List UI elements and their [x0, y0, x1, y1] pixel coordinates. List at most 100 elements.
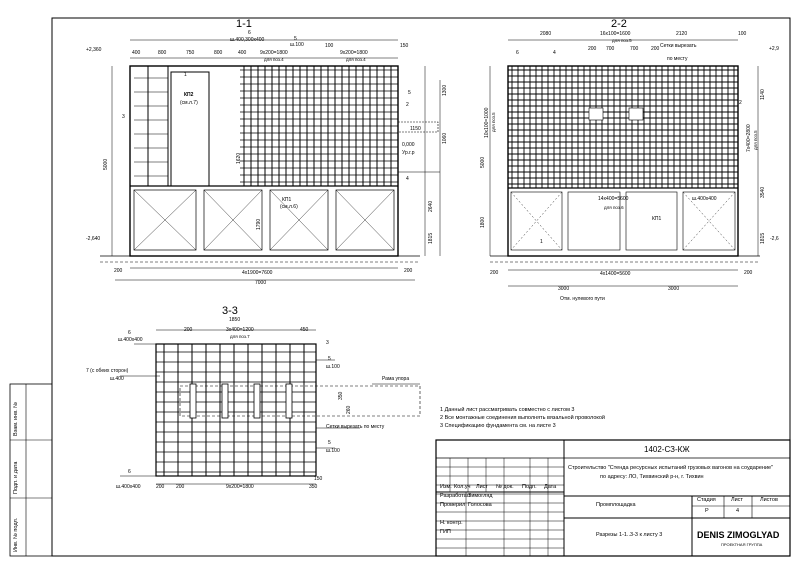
s11-mark-5: 5	[294, 36, 297, 42]
s33-dims-sub: для поз.7	[230, 334, 250, 339]
s22-right-200: 200	[744, 270, 753, 276]
s22-dim-7-sub: для поз.5	[753, 130, 758, 150]
section-3-3-drawing	[120, 329, 421, 485]
s22-cut-note: Сетки вырезать	[660, 43, 697, 49]
s33-total: 1850	[229, 317, 241, 323]
section-3-3-title: 3-3	[222, 305, 238, 317]
s33-dim-1: 3x400=1200	[226, 327, 254, 333]
s33-dim-2: 450	[300, 327, 309, 333]
s22-dim-7x400: 7x400=2800	[746, 124, 752, 152]
s11-overall: 7000	[255, 280, 267, 286]
tb-name-0: Зимогляд	[468, 493, 493, 499]
s11-dim-top-3: 800	[214, 50, 223, 56]
s11-kp2-label: КП2	[184, 92, 194, 98]
s22-sh-400: ш.400x400	[692, 196, 717, 202]
s33-b-350: 350	[309, 484, 318, 490]
s11-kp2-ref: (см.л.7)	[180, 100, 198, 106]
s11-dim-top-6: 9x200=1800	[340, 50, 368, 56]
s11-mark-1: 1	[184, 72, 187, 78]
s11-sh-6: ш.400,300x400	[230, 37, 265, 43]
s22-dim-16-sub: для поз.5	[612, 38, 632, 43]
s22-half-a: 3000	[558, 286, 570, 292]
s33-frame: Рама упора	[382, 376, 410, 382]
s11-dim-top-1: 800	[158, 50, 167, 56]
s22-dim-2120: 2120	[676, 31, 688, 37]
s11-zero: 0,000	[402, 142, 415, 148]
s11-dim-150: 150	[400, 43, 409, 49]
s22-mark-2: 2	[739, 100, 742, 106]
s33-sh-5b: ш.100	[326, 448, 340, 454]
stamp-inv-podl: Инв. № подл.	[13, 517, 19, 552]
s11-dim-1620: 1620	[236, 152, 242, 164]
s11-elev-top: +2,360	[86, 47, 102, 53]
s33-mark-6b: 6	[128, 469, 131, 475]
s22-dim-16x100: 16x100=1600	[600, 31, 631, 37]
tb-address: по адресу: ЛО, Тихвинский р-н, г. Тихвин	[600, 474, 704, 480]
stamp-vzam-inv: Взам. инв. №	[13, 401, 19, 436]
s33-dim-350: 350	[338, 391, 344, 400]
s11-dim-1060: 1060	[442, 132, 448, 144]
side-stamp-frame	[9, 383, 53, 557]
s11-dim-1150: 1150	[410, 126, 421, 132]
s22-center-sub: для поз.6	[604, 205, 624, 210]
tb-role-1: Проверил	[440, 502, 466, 508]
s11-ur-gr: Ур.г.р	[402, 150, 415, 156]
section-1-1-drawing	[100, 39, 441, 281]
note-1: 1 Данный лист рассматривать совместно с …	[440, 407, 575, 413]
tb-head-doc: № док.	[496, 484, 514, 490]
s22-dim-1140: 1140	[760, 89, 766, 100]
s22-dim-5000: 5000	[480, 156, 486, 168]
tb-head-date: Дата	[544, 484, 557, 490]
s22-dim-100: 100	[738, 31, 747, 37]
s33-mark-3: 3	[326, 340, 329, 346]
section-2-2-title: 2-2	[611, 18, 627, 30]
s11-mark-6: 6	[248, 30, 251, 36]
s11-elev-bottom: -2,640	[86, 236, 101, 242]
tb-sheet: 4	[736, 508, 740, 514]
tb-sheets-h: Листов	[760, 497, 778, 503]
sheet-frame	[51, 17, 791, 557]
s11-mark-2: 2	[406, 102, 409, 108]
tb-role-4: ГИП	[440, 529, 451, 535]
note-3: 3 Спецификацию фундамента см. на листе 3	[440, 423, 556, 429]
tb-sheet-h: Лист	[731, 497, 743, 503]
s33-sh-6a: ш.400x400	[118, 337, 143, 343]
s11-sub-top-b: для поз.4	[346, 57, 366, 62]
tb-project: Строительство "Стенда ресурсных испытани…	[568, 465, 774, 471]
s33-dim-0: 200	[184, 327, 193, 333]
s11-dim-100: 100	[325, 43, 334, 49]
tb-stage-h: Стадия	[697, 497, 716, 503]
s22-dim-10-sub: для поз.5	[491, 112, 496, 132]
s22-bottom-dim: 4x1400=5600	[600, 271, 631, 277]
s33-mark-6a: 6	[128, 330, 131, 336]
s11-kp1-label: КП1	[282, 197, 292, 203]
s11-dim-1300: 1300	[442, 84, 448, 96]
s22-kp1: КП1	[652, 216, 662, 222]
s22-mark-6: 6	[516, 50, 519, 56]
s22-otm: Отм. нулевого пути	[560, 296, 605, 302]
s22-mark-1: 1	[540, 239, 543, 245]
tb-sheet-title: Разрезы 1-1..3-3 к листу 3	[596, 532, 663, 538]
section-2-2-drawing	[489, 39, 760, 287]
s22-dim-2080: 2080	[540, 31, 552, 37]
s33-bottom: 9x200=1800	[226, 484, 254, 490]
tb-role-0: Разработал	[440, 493, 470, 499]
s11-sh-5: ш.100	[290, 42, 304, 48]
tb-role-3: Н. контр.	[440, 520, 463, 526]
s33-b-200a: 200	[156, 484, 165, 490]
tb-code: 1402-СЗ-КЖ	[644, 445, 690, 454]
title-block-frame	[435, 439, 791, 557]
s22-dim-3540: 3540	[760, 186, 766, 198]
s22-dim-1815: 1815	[760, 232, 766, 244]
s11-left-200: 200	[114, 268, 123, 274]
tb-site: Промплощадка	[596, 502, 636, 508]
s33-mark-5a: 5	[328, 356, 331, 362]
s11-mark-4: 4	[406, 176, 409, 182]
s22-dim-1800: 1800	[480, 216, 486, 228]
tb-head-kol: Кол.уч	[454, 484, 471, 490]
note-2: 2 Все монтажные соединения выполнять вяз…	[440, 415, 605, 421]
s33-sh-7: ш.400	[110, 376, 124, 382]
s11-dim-top-5: 9x200=1800	[260, 50, 288, 56]
s33-sh-5a: ш.100	[326, 364, 340, 370]
